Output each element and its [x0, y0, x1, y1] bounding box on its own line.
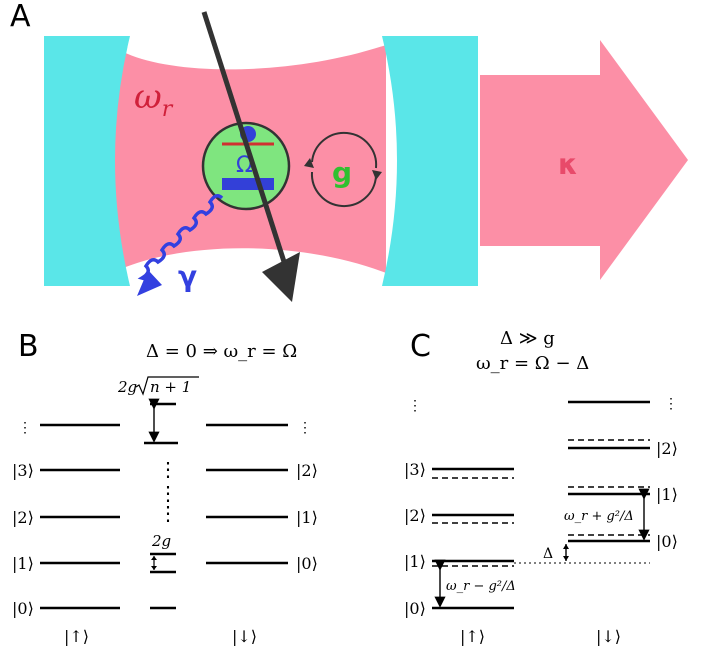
omega-r-label: ωr: [134, 77, 174, 122]
kappa-label: κ: [558, 148, 578, 181]
gamma-arrowhead: [137, 270, 162, 296]
gamma-label: γ: [178, 260, 197, 293]
c-right-state: |0⟩: [656, 532, 678, 551]
atom-ground-level: [222, 178, 274, 190]
g-coupling-arrow-bottom: [310, 171, 377, 207]
b-right-state: |2⟩: [296, 461, 318, 480]
b-left-state: |2⟩: [12, 508, 34, 527]
b-right-state: |1⟩: [296, 508, 318, 527]
g-label: g: [332, 156, 352, 189]
right-mirror: [382, 36, 478, 286]
b-right-state: |0⟩: [296, 554, 318, 573]
b-axis-up: |↑⟩: [64, 627, 89, 646]
c-right-gap-label: ω_r + g²/Δ: [564, 509, 634, 524]
panel-c: C Δ ≫ g ω_r = Ω − Δ ω_r − g²/Δ ω_r + g²/…: [404, 328, 678, 646]
b-vdots-right: ⋮: [298, 420, 312, 436]
c-left-state: |1⟩: [404, 552, 426, 571]
c-right-state: |2⟩: [656, 439, 678, 458]
b-sqrt-sign: [135, 376, 199, 396]
b-left-state: |3⟩: [12, 461, 34, 480]
c-delta-arrowhead-down: [563, 556, 569, 561]
panel-label-b: B: [18, 329, 39, 364]
b-gap-bottom-label: 2g: [151, 532, 171, 550]
b-gap-top-label: 2g n + 1: [117, 376, 199, 396]
c-axis-up: |↑⟩: [460, 627, 485, 646]
b-vdots-left: ⋮: [18, 420, 32, 436]
b-gap-top-label-text: 2g: [117, 378, 137, 396]
g-arrowhead-left: [304, 158, 314, 168]
g-arrowhead-right: [372, 170, 382, 180]
b-gap-arrowhead-down: [151, 566, 157, 570]
b-gap-top-label-root: n + 1: [150, 378, 191, 396]
panel-c-title-line1: Δ ≫ g: [500, 328, 555, 349]
c-left-gap-label: ω_r − g²/Δ: [446, 579, 516, 594]
panel-a: ωr Ω γ g κ A: [10, 0, 688, 302]
b-left-state: |1⟩: [12, 554, 34, 573]
kappa-output-arrow: [480, 40, 688, 280]
b-vdots-middle: ⋮: [158, 481, 178, 505]
left-mirror: [44, 36, 130, 286]
panel-c-title-line2: ω_r = Ω − Δ: [476, 353, 589, 374]
panel-label-c: C: [410, 329, 431, 364]
c-right-state: |1⟩: [656, 485, 678, 504]
b-axis-down: |↓⟩: [232, 627, 257, 646]
b-vdots-middle: ⋮: [158, 501, 178, 525]
c-vdots-right: ⋮: [664, 396, 678, 412]
panel-b-title: Δ = 0 ⇒ ω_r = Ω: [146, 341, 297, 362]
gamma-emission-wave: [137, 194, 224, 284]
c-left-state: |0⟩: [404, 599, 426, 618]
c-left-state: |3⟩: [404, 460, 426, 479]
panel-b: B Δ = 0 ⇒ ω_r = Ω 2g n + 1 2g ⋮: [12, 329, 318, 646]
c-vdots-left: ⋮: [408, 398, 422, 414]
b-gap-arrowhead-up: [151, 556, 157, 560]
particle-trajectory: [201, 11, 289, 269]
g-coupling-arrow-top: [311, 131, 378, 169]
b-left-state: |0⟩: [12, 599, 34, 618]
b-vdots-middle: ⋮: [158, 457, 178, 481]
c-delta-label: Δ: [543, 546, 553, 562]
c-left-state: |2⟩: [404, 506, 426, 525]
particle-arrowhead: [262, 252, 300, 302]
c-delta-arrowhead-up: [563, 544, 569, 549]
c-axis-down: |↓⟩: [596, 627, 621, 646]
panel-label-a: A: [10, 0, 31, 34]
